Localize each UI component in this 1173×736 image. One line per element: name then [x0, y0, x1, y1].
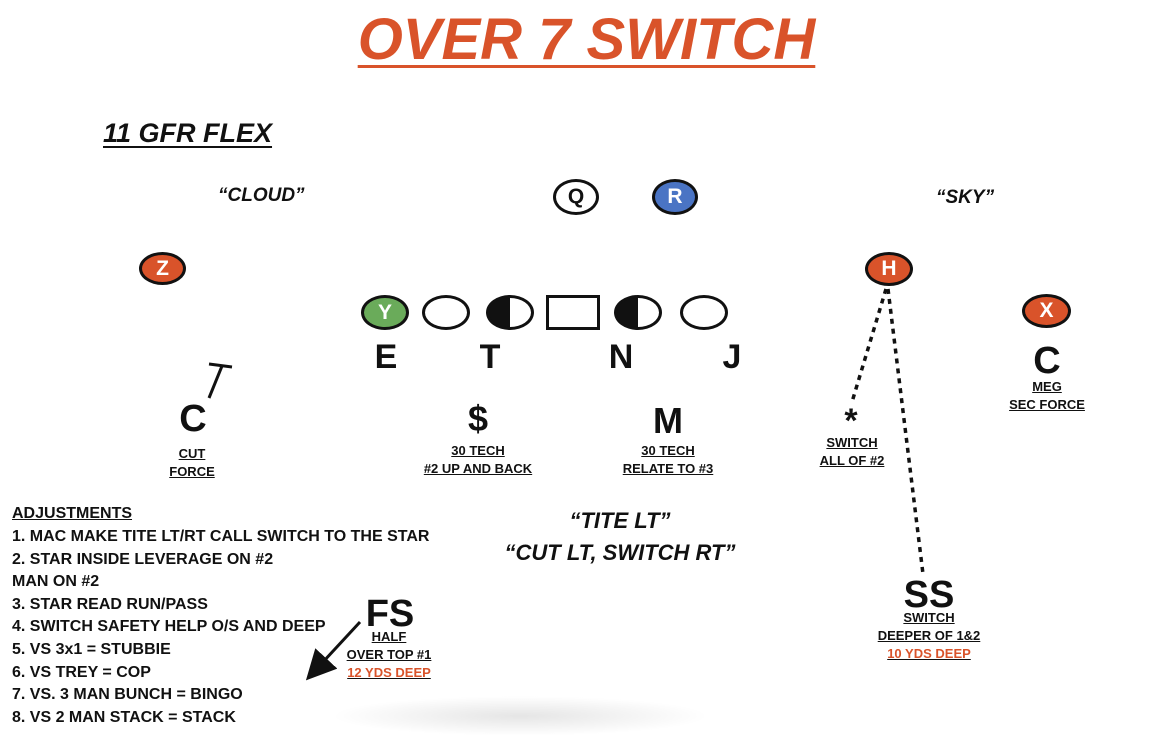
right-corner-label: C	[1033, 340, 1061, 382]
free-safety-notes: HALF OVER TOP #1 12 YDS DEEP	[346, 629, 432, 680]
cloud-call: “CLOUD”	[218, 185, 305, 206]
adjustment-item: 6. VS TREY = COP	[12, 663, 151, 681]
x-receiver-marker: X	[1022, 294, 1071, 328]
formation-label: 11 GFR FLEX	[103, 118, 273, 148]
cut-switch-call: “CUT LT, SWITCH RT”	[504, 540, 736, 565]
dl-jack-label: J	[722, 338, 742, 376]
star-label: $	[467, 398, 489, 439]
strong-safety-label: SS	[903, 574, 955, 616]
right-tackle-marker	[680, 295, 728, 330]
mike-label: M	[653, 400, 683, 441]
page-title: OVER 7 SWITCH	[357, 7, 816, 72]
tight-end-y-marker: Y	[361, 295, 409, 330]
adjustments-list: 1. MAC MAKE TITE LT/RT CALL SWITCH TO TH…	[12, 526, 429, 729]
z-receiver-marker: Z	[139, 252, 186, 285]
adjustment-item: MAN ON #2	[12, 573, 100, 591]
adjustment-item: 5. VS 3x1 = STUBBIE	[12, 640, 171, 658]
dl-tackle-label: T	[479, 338, 501, 376]
quarterback-marker: Q	[553, 179, 599, 215]
free-safety-arrow	[305, 620, 362, 681]
left-corner-notes: CUT FORCE	[169, 446, 215, 479]
switch-asterisk: *	[844, 402, 858, 440]
adjustment-item: 7. VS. 3 MAN BUNCH = BINGO	[12, 686, 243, 704]
right-corner-notes: MEG SEC FORCE	[1009, 379, 1085, 412]
running-back-marker: R	[652, 179, 698, 215]
strong-safety-notes: SWITCH DEEPER OF 1&2 10 YDS DEEP	[877, 610, 981, 661]
adjustments-heading: ADJUSTMENTS	[12, 505, 133, 522]
switch-notes: SWITCH ALL OF #2	[819, 435, 885, 468]
switch-route-deep	[886, 288, 925, 575]
right-guard-marker	[614, 295, 662, 330]
left-corner-label: C	[179, 398, 207, 440]
adjustment-item: 4. SWITCH SAFETY HELP O/S AND DEEP	[12, 618, 326, 636]
switch-route-short	[850, 288, 888, 403]
adjustment-item: 3. STAR READ RUN/PASS	[12, 595, 208, 613]
dl-nose-label: N	[608, 338, 634, 376]
free-safety-label: FS	[365, 593, 415, 635]
left-guard-marker	[486, 295, 534, 330]
h-receiver-marker: H	[865, 252, 913, 286]
tite-call: “TITE LT”	[569, 508, 671, 533]
corner-jam-line	[207, 362, 233, 399]
star-notes: 30 TECH #2 UP AND BACK	[423, 443, 533, 476]
dl-end-label: E	[374, 338, 398, 376]
mike-notes: 30 TECH RELATE TO #3	[622, 443, 714, 476]
adjustment-item: 2. STAR INSIDE LEVERAGE ON #2	[12, 550, 274, 568]
adjustment-item: 1. MAC MAKE TITE LT/RT CALL SWITCH TO TH…	[12, 528, 430, 545]
center-marker	[546, 295, 600, 330]
adjustment-item: 8. VS 2 MAN STACK = STACK	[12, 708, 236, 726]
sky-call: “SKY”	[936, 187, 995, 208]
left-tackle-marker	[422, 295, 470, 330]
